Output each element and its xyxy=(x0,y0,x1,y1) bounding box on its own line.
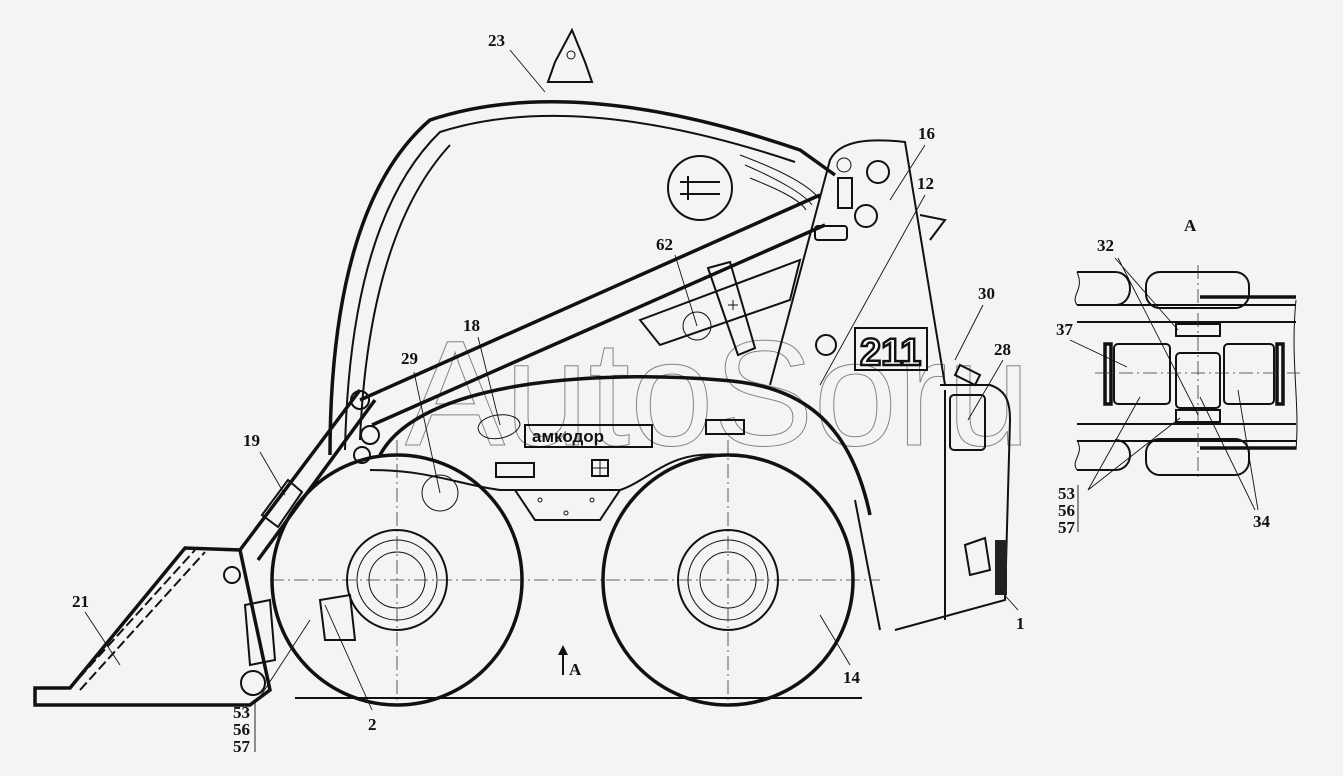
callout-53: 53 xyxy=(233,703,250,722)
beacon-lamp xyxy=(546,27,594,83)
view-a-marker-label: A xyxy=(569,660,582,679)
callout-56: 56 xyxy=(233,720,250,739)
callout-28: 28 xyxy=(994,340,1011,359)
lift-cylinder xyxy=(238,388,380,562)
view-a-callout-34: 34 xyxy=(1253,512,1271,531)
callout-23: 23 xyxy=(488,31,505,50)
leader-lines xyxy=(84,49,1019,752)
callout-16: 16 xyxy=(918,124,935,143)
view-a-detail xyxy=(1069,257,1300,532)
model-plate: 211 xyxy=(860,332,921,374)
callout-62: 62 xyxy=(656,235,673,254)
view-a-callout-56: 56 xyxy=(1058,501,1075,520)
cab-emblem xyxy=(667,155,733,221)
rear-light xyxy=(949,394,986,451)
callout-2: 2 xyxy=(368,715,377,734)
rear-tower: 211 xyxy=(769,139,947,386)
body: амкодор xyxy=(369,363,1012,631)
view-a-callout-57: 57 xyxy=(1058,518,1076,537)
brand-logo: амкодор xyxy=(532,427,604,446)
boom-arm xyxy=(359,193,826,427)
callout-1: 1 xyxy=(1016,614,1025,633)
callout-19: 19 xyxy=(243,431,260,450)
callout-29: 29 xyxy=(401,349,418,368)
view-a-callout-37: 37 xyxy=(1056,320,1074,339)
callout-30: 30 xyxy=(978,284,995,303)
cab xyxy=(328,27,837,456)
callout-21: 21 xyxy=(72,592,89,611)
callout-18: 18 xyxy=(463,316,480,335)
view-a-callout-32: 32 xyxy=(1097,236,1114,255)
callout-57: 57 xyxy=(233,737,251,756)
view-a-callout-53: 53 xyxy=(1058,484,1075,503)
label-62-sticker xyxy=(682,311,712,341)
left-wheel xyxy=(270,440,524,707)
view-a-arrow: A xyxy=(558,645,582,679)
view-a-title: A xyxy=(1184,216,1197,235)
callout-14: 14 xyxy=(843,668,861,687)
right-wheel xyxy=(601,440,855,707)
callout-12: 12 xyxy=(917,174,934,193)
bucket xyxy=(33,546,277,707)
boom-cylinder-bracket xyxy=(706,260,757,357)
brand-plate xyxy=(524,424,653,448)
